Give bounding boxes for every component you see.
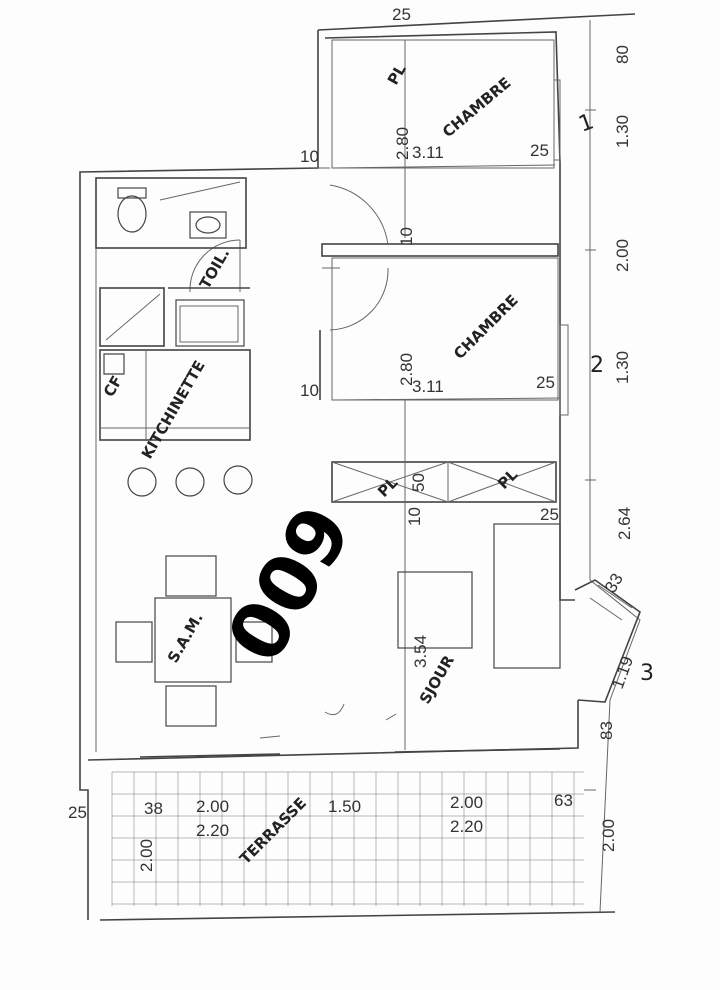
closets: [331, 400, 557, 750]
bedroom-top-label: CHAMBRE: [439, 74, 514, 141]
dim-terrace-a: 38: [144, 799, 163, 818]
wc-room: [95, 177, 247, 249]
handwritten-mark-3: 3: [640, 661, 654, 686]
dim-right-2: 1.30: [613, 115, 632, 148]
boiler-label: CF: [100, 373, 126, 400]
bedroom-middle-label: CHAMBRE: [450, 291, 522, 363]
dim-terrace-d: 1.50: [328, 797, 361, 816]
outer-walls: [79, 13, 636, 921]
kitchenette-label: KITCHINETTE: [138, 357, 209, 462]
dim-right-9: 2.00: [599, 819, 618, 852]
dim-terrace-e: 2.00: [450, 793, 483, 812]
dim-terrace-depth: 2.00: [137, 839, 156, 872]
dim-bed2-wall: 25: [536, 373, 555, 392]
closet-right-label: PL: [494, 465, 522, 493]
dim-bed2-wall-left: 10: [300, 381, 319, 400]
dim-right-3: 2.00: [613, 239, 632, 272]
sliding-doors: [139, 748, 561, 758]
unit-number: 009: [211, 491, 370, 677]
dim-terrace-left: 25: [68, 803, 87, 822]
dim-terrace-b: 2.00: [196, 797, 229, 816]
dim-living-height: 3.54: [411, 635, 430, 668]
dim-bed2-height: 2.80: [397, 353, 416, 386]
dim-bed1-width: 3.11: [412, 143, 444, 162]
bedroom-middle: [319, 257, 569, 416]
doors: [189, 184, 389, 331]
dim-terrace-c: 2.20: [196, 821, 229, 840]
wc-label: TOIL.: [196, 245, 234, 292]
dim-right-8: 83: [597, 721, 616, 740]
bathroom-fixtures: [99, 287, 250, 347]
terrace-label: TERRASSE: [236, 794, 310, 868]
terrace-tiles: [111, 771, 584, 906]
kitchenette: [99, 349, 253, 497]
dim-right-5: 2.64: [615, 507, 634, 540]
bay-window: [574, 579, 641, 703]
dim-terrace-g: 63: [554, 791, 573, 810]
dim-bed1-height: 2.80: [393, 127, 412, 160]
dim-partition-1: 10: [397, 227, 416, 246]
closet-left-label: PL: [374, 473, 402, 501]
dining-label: S.A.M.: [164, 610, 207, 666]
dim-terrace-f: 2.20: [450, 817, 483, 836]
dim-top-edge: 25: [392, 5, 411, 24]
dim-bed1-wall: 25: [530, 141, 549, 160]
living-furniture: [259, 523, 561, 739]
closet-top-label: PL: [384, 61, 410, 88]
dining-set: [115, 555, 273, 727]
dim-bed2-width: 3.11: [412, 377, 444, 396]
dim-partition-2: 10: [405, 507, 424, 526]
handwritten-mark-2: 2: [590, 353, 604, 378]
dim-closet-depth: 50: [409, 473, 428, 492]
dim-bed1-wall-left: 10: [300, 147, 319, 166]
partition-wall: [321, 243, 559, 269]
dim-right-4: 1.30: [613, 351, 632, 384]
bedroom-top: [331, 39, 561, 238]
right-dimension-line: [584, 20, 641, 913]
dim-living-wall: 25: [540, 505, 559, 524]
handwritten-mark-1: 1: [576, 109, 598, 137]
dim-right-1: 80: [613, 45, 632, 64]
dim-right-7: 1.19: [608, 654, 637, 692]
